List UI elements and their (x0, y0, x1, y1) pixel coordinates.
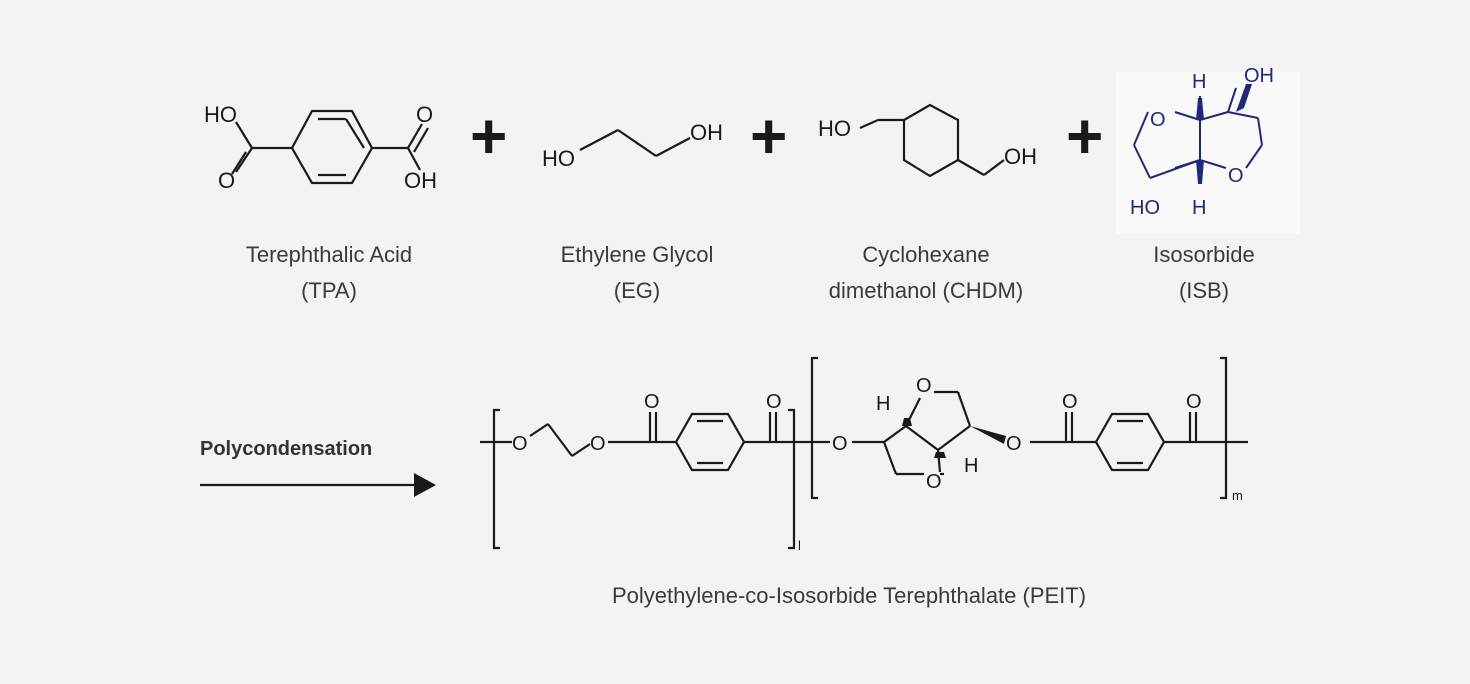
product-atoms: O O O O O O H H O O O O (512, 375, 1202, 493)
atom-ho: HO (1130, 197, 1160, 219)
subscript-l: l (798, 538, 801, 553)
isb-label: Isosorbide (ISB) (1104, 237, 1304, 309)
product-name: Polyethylene-co-Isosorbide Terephthalate… (612, 583, 1087, 608)
atom-h: H (1192, 71, 1206, 93)
atom-h: H (876, 393, 890, 415)
plus-sign: + (1066, 100, 1103, 172)
atom-o: O (590, 433, 606, 455)
product-structure (480, 356, 1248, 550)
product-wedges (902, 418, 1006, 458)
atom-o: O (1228, 165, 1244, 187)
isb-atoms: H OH O O HO H (1130, 65, 1274, 219)
tpa-atoms: HO O O OH (204, 102, 437, 193)
atom-o: O (644, 391, 660, 413)
plus-sign: + (750, 100, 787, 172)
polycondensation-label: Polycondensation (200, 438, 373, 460)
eg-structure (579, 129, 691, 157)
atom-h: H (1192, 197, 1206, 219)
tpa-structure (231, 109, 429, 185)
atom-o: O (512, 433, 528, 455)
atom-ho: HO (204, 102, 237, 127)
atom-oh: OH (690, 120, 723, 145)
reaction-arrow (200, 473, 436, 497)
plus-sign: + (470, 100, 507, 172)
chdm-name-2: dimethanol (CHDM) (828, 278, 1024, 303)
atom-o: O (1062, 391, 1078, 413)
isb-abbr: (ISB) (1178, 278, 1230, 303)
chdm-label: Cyclohexane dimethanol (CHDM) (796, 237, 1056, 309)
tpa-abbr: (TPA) (301, 278, 357, 303)
atom-ho: HO (542, 146, 575, 171)
chdm-structure (859, 103, 1005, 178)
atom-o: O (916, 375, 932, 397)
tpa-name: Terephthalic Acid (245, 242, 413, 267)
eg-name: Ethylene Glycol (560, 242, 714, 267)
plus-signs: + + + (470, 100, 1103, 172)
atom-o: O (832, 433, 848, 455)
atom-ho: HO (818, 116, 851, 141)
isb-wedges (1196, 84, 1252, 184)
bracket-subscripts: l m (798, 488, 1243, 553)
isb-name: Isosorbide (1153, 242, 1255, 267)
eg-atoms: HO OH (542, 120, 723, 171)
isb-panel (1116, 72, 1300, 234)
atom-h: H (964, 455, 978, 477)
subscript-m: m (1232, 488, 1243, 503)
atom-o: O (1186, 391, 1202, 413)
tpa-label: Terephthalic Acid (TPA) (214, 237, 444, 309)
atom-o: O (1150, 109, 1166, 131)
chdm-name: Cyclohexane (862, 242, 990, 267)
atom-o: O (926, 471, 942, 493)
atom-oh: OH (404, 168, 437, 193)
chdm-atoms: HO OH (818, 116, 1037, 169)
atom-oh: OH (1004, 144, 1037, 169)
atom-o: O (766, 391, 782, 413)
atom-o: O (1006, 433, 1022, 455)
eg-abbr: (EG) (613, 278, 661, 303)
atom-o: O (218, 168, 235, 193)
atom-oh: OH (1244, 65, 1274, 87)
eg-label: Ethylene Glycol (EG) (522, 237, 752, 309)
atom-o: O (416, 102, 433, 127)
